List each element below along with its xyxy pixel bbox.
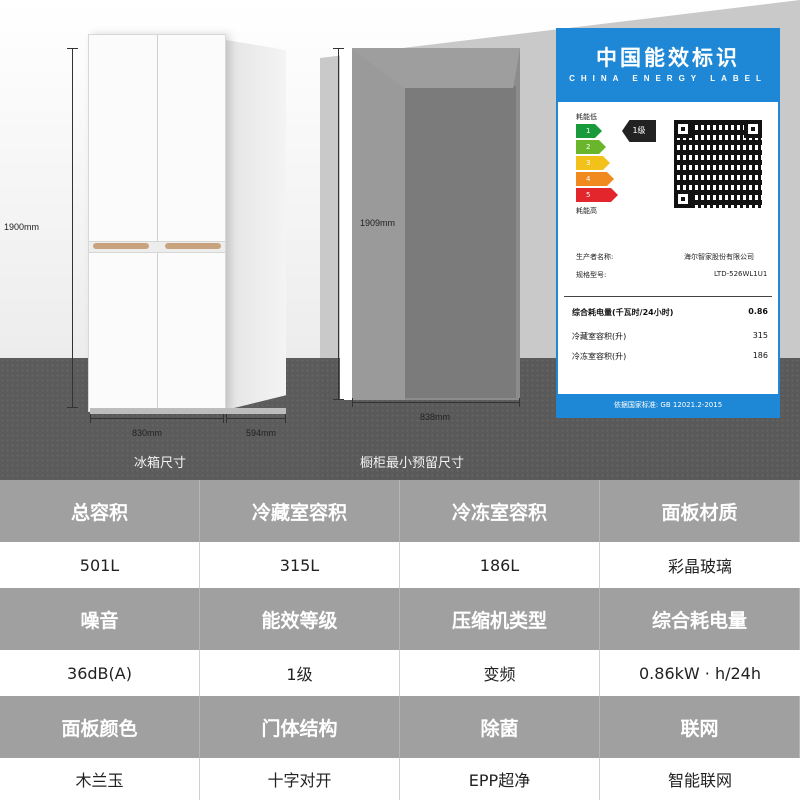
manufacturer-label: 生产者名称: xyxy=(576,253,614,261)
fridge-depth-line xyxy=(226,414,286,423)
grade-bar-2: 2 xyxy=(576,140,606,154)
table-cell: 36dB(A) xyxy=(0,650,200,696)
low-consumption-text: 耗能低 xyxy=(576,113,597,121)
fridge-side-panel xyxy=(226,40,286,410)
table-header-cell: 门体结构 xyxy=(200,696,400,758)
spec-value-power: 0.86 xyxy=(748,307,768,316)
cabinet-left-wall xyxy=(350,48,405,400)
cabinet-caption: 橱柜最小预留尺寸 xyxy=(360,456,465,471)
energy-label-standard: 依据国家标准: GB 12021.2-2015 xyxy=(558,394,778,416)
current-grade-badge: 1级 xyxy=(622,120,656,142)
grade-bar-1: 1 xyxy=(576,124,602,138)
table-cell: 1级 xyxy=(200,650,400,696)
model-value: LTD-526WL1U1 xyxy=(714,270,768,278)
table-header-row: 噪音 能效等级 压缩机类型 综合耗电量 xyxy=(0,588,800,650)
table-header-cell: 面板颜色 xyxy=(0,696,200,758)
table-header-row: 总容积 冷藏室容积 冷冻室容积 面板材质 xyxy=(0,480,800,542)
energy-label-title: 中国能效标识 xyxy=(596,46,740,70)
fridge-illustration xyxy=(88,34,226,412)
energy-label-subtitle: CHINA ENERGY LABEL xyxy=(569,74,767,83)
cabinet-frame xyxy=(340,48,352,400)
table-header-cell: 总容积 xyxy=(0,480,200,542)
door-handle-right xyxy=(165,243,221,249)
cabinet-width-label: 838mm xyxy=(420,412,451,422)
table-row: 36dB(A) 1级 变频 0.86kW · h/24h xyxy=(0,650,800,696)
table-row: 木兰玉 十字对开 EPP超净 智能联网 xyxy=(0,758,800,800)
spec-row-freezer: 冷冻室容积(升) 186 xyxy=(572,351,768,362)
qr-code-icon xyxy=(674,120,762,208)
door-handle-left xyxy=(93,243,149,249)
table-header-cell: 噪音 xyxy=(0,588,200,650)
table-cell: 彩晶玻璃 xyxy=(667,557,732,576)
high-consumption-text: 耗能高 xyxy=(576,207,597,215)
cabinet-interior xyxy=(404,86,516,398)
table-header-cell: 能效等级 xyxy=(200,588,400,650)
spec-row-power: 综合耗电量(千瓦时/24小时) 0.86 xyxy=(572,307,768,318)
energy-label-header: 中国能效标识 CHINA ENERGY LABEL xyxy=(558,30,778,102)
spec-box: 综合耗电量(千瓦时/24小时) 0.86 冷藏室容积(升) 315 冷冻室容积(… xyxy=(564,296,772,389)
spec-name-freezer: 冷冻室容积(升) xyxy=(572,352,627,361)
table-header-cell: 压缩机类型 xyxy=(400,588,600,650)
table-cell: 315L xyxy=(200,542,400,588)
table-cell: EPP超净 xyxy=(400,758,600,800)
grade-bar-5: 5 xyxy=(576,188,618,202)
spec-name-fridge: 冷藏室容积(升) xyxy=(572,332,627,341)
cabinet-width-line xyxy=(352,398,520,407)
product-scene: 1900mm 830mm 594mm 冰箱尺寸 1909mm 838mm 橱柜最… xyxy=(0,0,800,480)
spec-row-fridge: 冷藏室容积(升) 315 xyxy=(572,331,768,342)
cabinet-height-label: 1909mm xyxy=(360,218,396,228)
grade-bar-3: 3 xyxy=(576,156,610,170)
table-cell: 木兰玉 xyxy=(0,758,200,800)
cabinet-height-line xyxy=(333,48,344,400)
grade-bar-4: 4 xyxy=(576,172,614,186)
spec-value-fridge: 315 xyxy=(752,331,768,340)
fridge-depth-label: 594mm xyxy=(246,428,277,438)
energy-label-body: 耗能低 1 2 3 4 5 耗能高 1级 生产者名称: 海尔智家股份有限公司 规… xyxy=(564,106,772,376)
table-header-row: 面板颜色 门体结构 除菌 联网 xyxy=(0,696,800,758)
fridge-width-line xyxy=(90,414,224,423)
table-cell: 智能联网 xyxy=(667,771,732,790)
table-cell: 变频 xyxy=(400,650,600,696)
table-header-cell: 冷冻室容积 xyxy=(400,480,600,542)
fridge-width-label: 830mm xyxy=(132,428,163,438)
table-header-cell: 除菌 xyxy=(400,696,600,758)
table-row: 501L 315L 186L 彩晶玻璃 xyxy=(0,542,800,588)
fridge-height-label: 1900mm xyxy=(4,222,40,232)
spec-value-freezer: 186 xyxy=(752,351,768,360)
fridge-height-line xyxy=(67,48,78,408)
spec-table: 总容积 冷藏室容积 冷冻室容积 面板材质 501L 315L 186L 彩晶玻璃… xyxy=(0,480,800,800)
spec-name-power: 综合耗电量(千瓦时/24小时) xyxy=(572,308,674,317)
table-cell: 十字对开 xyxy=(200,758,400,800)
fridge-caption: 冰箱尺寸 xyxy=(134,456,187,471)
table-header-cell: 综合耗电量 xyxy=(600,588,800,650)
table-header-cell: 冷藏室容积 xyxy=(200,480,400,542)
table-header-cell: 联网 xyxy=(600,696,800,758)
table-cell: 0.86kW · h/24h xyxy=(639,663,761,683)
fridge-base xyxy=(90,408,286,414)
manufacturer-value: 海尔智家股份有限公司 xyxy=(684,253,754,261)
table-cell: 186L xyxy=(400,542,600,588)
door-gap-vertical xyxy=(157,35,158,411)
table-header-cell: 面板材质 xyxy=(600,480,800,542)
energy-label: 中国能效标识 CHINA ENERGY LABEL 耗能低 1 2 3 4 5 … xyxy=(556,28,780,418)
model-label: 规格型号: xyxy=(576,271,607,279)
table-cell: 501L xyxy=(0,542,200,588)
